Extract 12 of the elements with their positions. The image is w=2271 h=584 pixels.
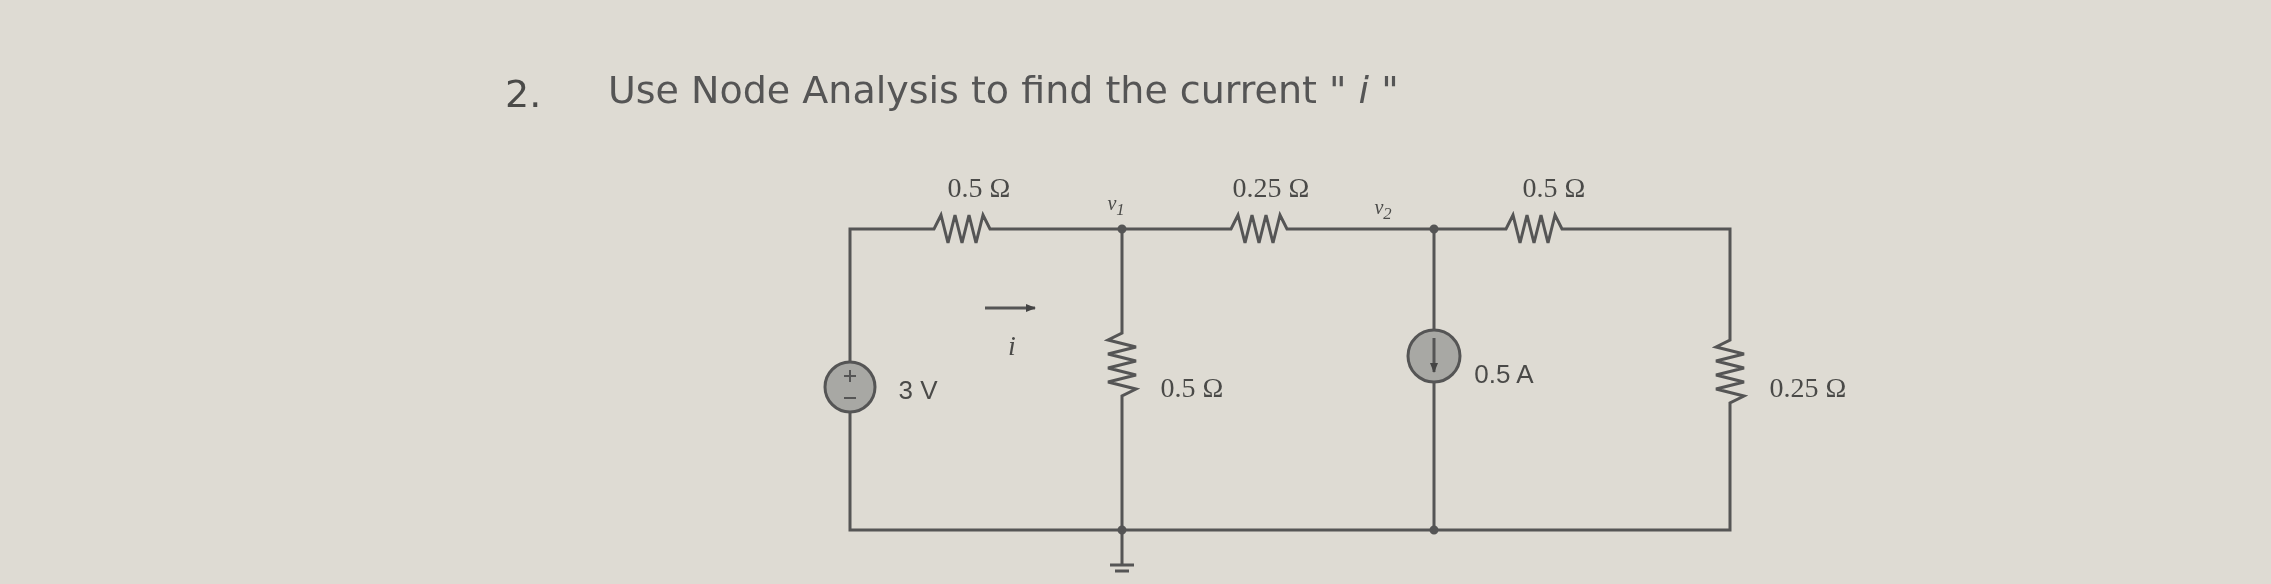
question-text: Use Node Analysis to find the current " i " (608, 68, 1399, 112)
resistance-label: 0.5 Ω (947, 172, 1011, 204)
voltage-label: 3 V (898, 374, 938, 406)
resistance-label: 0.25 Ω (1769, 372, 1847, 404)
current-label: i (1008, 330, 1016, 362)
node-voltage-label: v$_{2}$ (1374, 196, 1392, 224)
resistance-label: 0.25 Ω (1232, 172, 1310, 204)
current-label: 0.5 A (1474, 358, 1534, 390)
resistance-label: 0.5 Ω (1522, 172, 1586, 204)
question-number: 2. (505, 72, 542, 116)
node-voltage-label: v$_{1}$ (1107, 192, 1125, 220)
resistance-label: 0.5 Ω (1160, 372, 1224, 404)
